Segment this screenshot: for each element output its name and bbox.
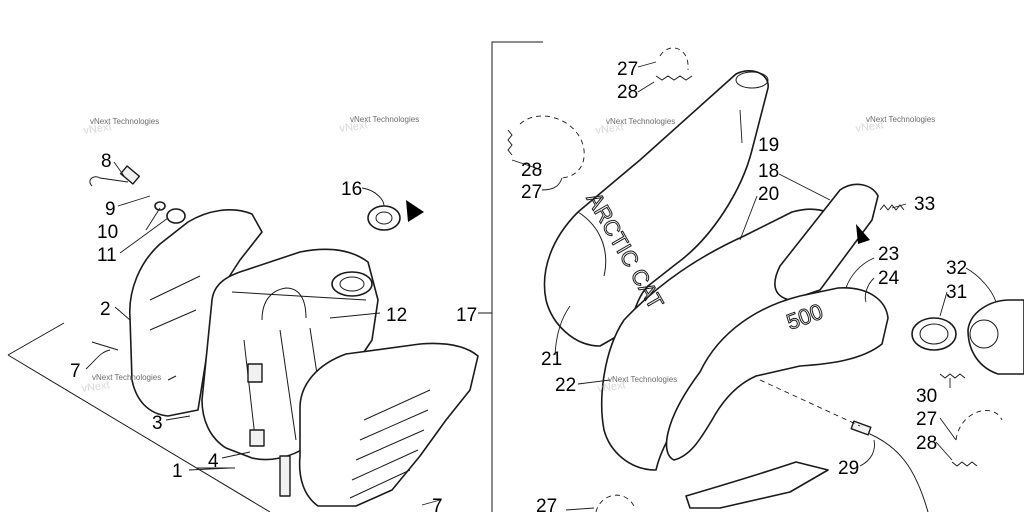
spring-30 [939, 373, 966, 379]
callout-12: 12 [386, 305, 407, 326]
pin [119, 165, 141, 185]
callout-17: 17 [456, 305, 477, 326]
spring-28-low [951, 461, 978, 467]
retaining-chain-left [519, 115, 585, 179]
spring-upper-left [507, 129, 513, 156]
callout-1: 1 [172, 461, 183, 482]
callout-22: 22 [555, 375, 576, 396]
watermark-text: vNext Technologies [608, 375, 677, 384]
callout-28-top: 28 [617, 82, 638, 103]
callout-23: 23 [878, 244, 899, 265]
callout-28-right: 28 [916, 433, 937, 454]
watermark-text: vNext Technologies [90, 117, 159, 126]
callout-numbers: 1 2 3 4 7 7 8 9 10 11 12 16 17 18 19 20 … [70, 59, 967, 512]
heat-shield [298, 342, 479, 507]
exhaust-assembly: 500 ARCTIC CAT [507, 47, 1024, 512]
callout-7-bottom: 7 [432, 496, 443, 512]
callout-28-left: 28 [521, 160, 542, 181]
callout-8: 8 [101, 151, 112, 172]
callout-2: 2 [100, 299, 111, 320]
egt-sensor-cable [859, 429, 929, 512]
callout-4: 4 [208, 451, 219, 472]
direction-arrow-left [406, 200, 424, 222]
drain-fitting [279, 455, 291, 497]
svg-text:vNext: vNext [339, 119, 369, 135]
callout-27-top: 27 [617, 59, 638, 80]
callout-21: 21 [541, 349, 562, 370]
callout-24: 24 [878, 268, 900, 289]
callout-11: 11 [97, 245, 117, 266]
callout-16: 16 [341, 179, 362, 200]
airbox-outlet-port [331, 271, 373, 297]
callout-30: 30 [916, 386, 937, 407]
callout-27-left: 27 [521, 182, 542, 203]
exhaust-gasket [911, 317, 957, 351]
callout-10: 10 [97, 222, 118, 243]
callout-9: 9 [105, 199, 116, 220]
leader-lines [85, 61, 997, 511]
exhaust-flange [967, 299, 1024, 375]
svg-text:vNext: vNext [597, 379, 627, 395]
frame-lines [7, 41, 543, 512]
fastener-rivet [91, 341, 119, 351]
callout-7-left: 7 [70, 361, 81, 382]
chamber-skid [685, 461, 829, 509]
grommet-small [166, 208, 186, 224]
airbox-assembly [89, 165, 479, 507]
spring-top [655, 75, 693, 81]
watermark-text: vNext Technologies [92, 373, 161, 382]
svg-text:vNext: vNext [81, 379, 111, 395]
svg-text:vNext: vNext [855, 119, 885, 135]
callout-3: 3 [152, 413, 163, 434]
callout-20: 20 [758, 184, 779, 205]
headpipe [774, 183, 879, 301]
callout-19: 19 [758, 135, 779, 156]
direction-arrow-right [856, 224, 870, 244]
svg-text:vNext: vNext [83, 121, 113, 137]
svg-text:vNext: vNext [595, 121, 625, 137]
washer [154, 201, 166, 211]
watermark-text: vNext Technologies [866, 115, 935, 124]
callout-29: 29 [838, 458, 859, 479]
callout-27-bottom: 27 [536, 496, 557, 512]
watermark-text: vNext Technologies [606, 117, 675, 126]
retaining-chain-right [955, 410, 1003, 441]
callout-27-right: 27 [916, 409, 937, 430]
hairpin-clip [89, 176, 129, 187]
grommet-16 [367, 205, 401, 231]
watermark-text: vNext Technologies [350, 115, 419, 124]
spring-33 [879, 204, 905, 211]
callout-32: 32 [946, 258, 967, 279]
retaining-chain-bottom [595, 494, 635, 512]
egt-sensor [850, 420, 872, 436]
callout-31: 31 [946, 282, 967, 303]
callout-33: 33 [914, 194, 935, 215]
airbox-rear-cover [129, 209, 263, 417]
callout-18: 18 [758, 161, 779, 182]
retaining-chain-top [659, 47, 689, 71]
y-pipe [665, 287, 889, 461]
